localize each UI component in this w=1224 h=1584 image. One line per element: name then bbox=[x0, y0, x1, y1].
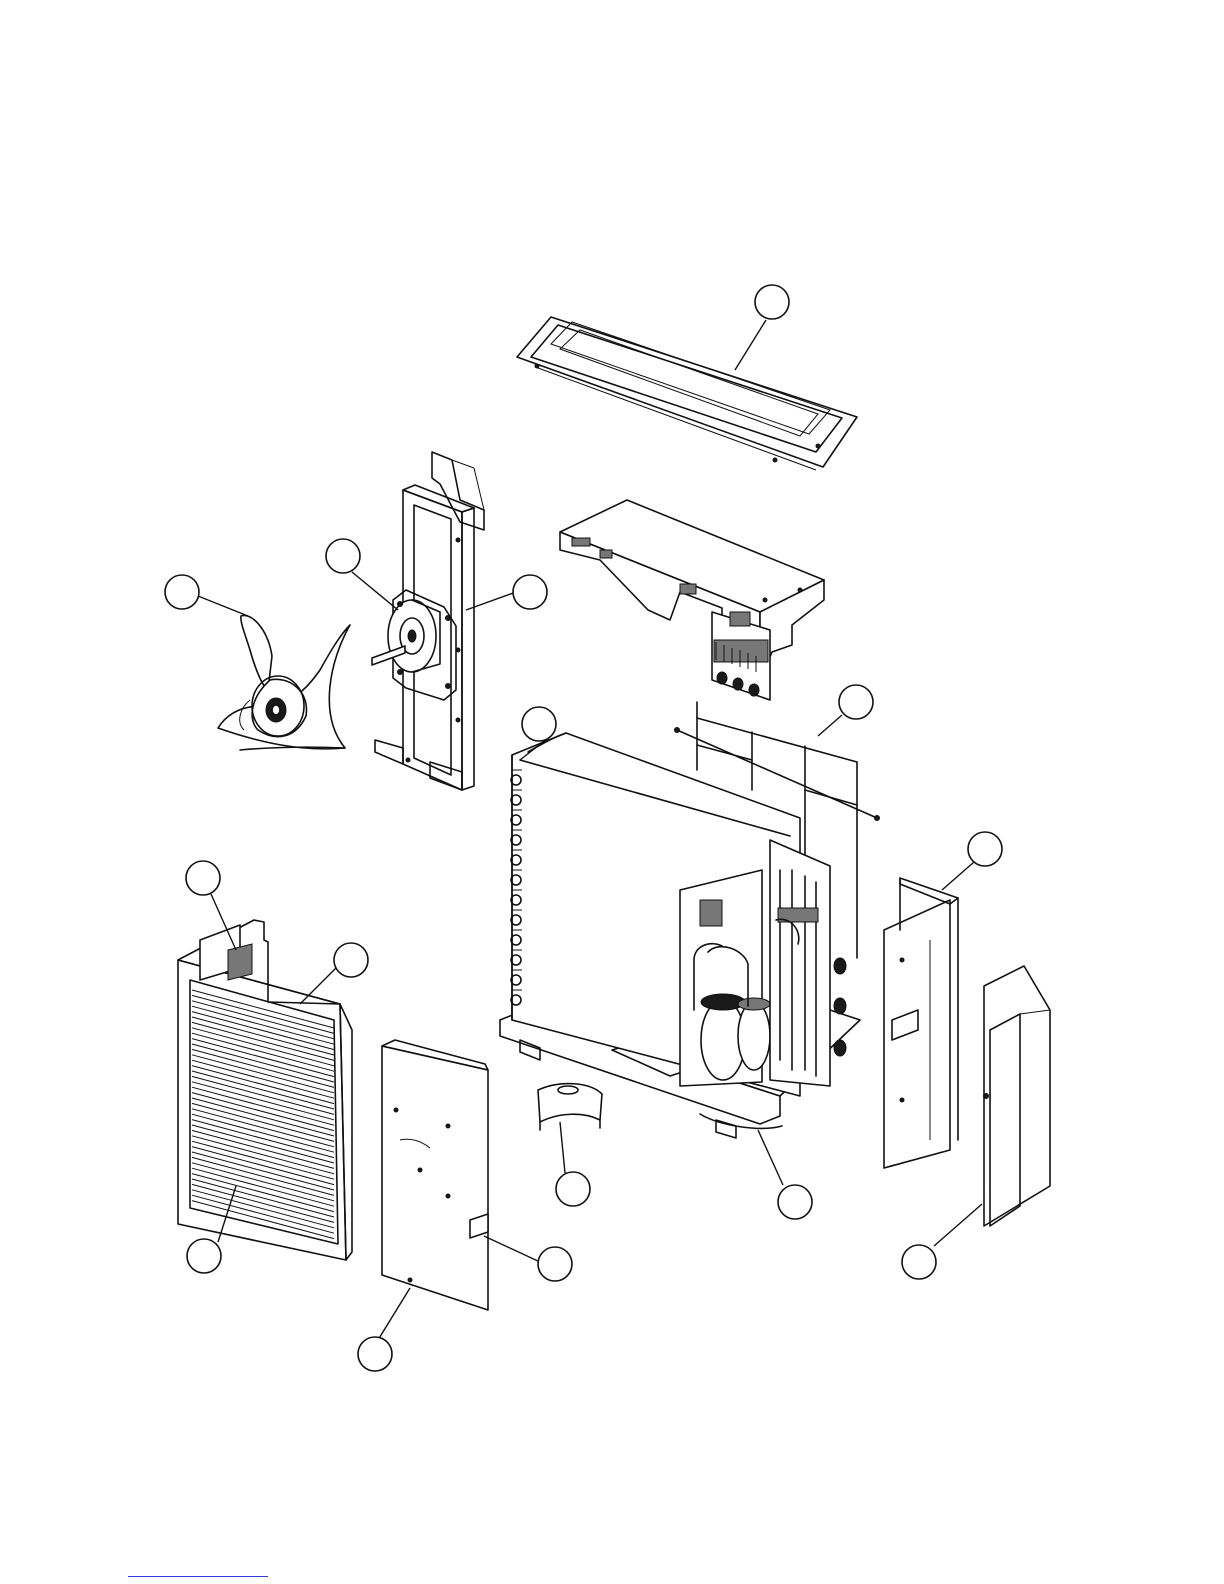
callout-propeller-fan bbox=[165, 575, 199, 609]
service-cover bbox=[984, 966, 1051, 1226]
callout-front-panel-bracket bbox=[186, 861, 220, 895]
callout-condenser-coil bbox=[522, 707, 556, 741]
callout-front-panel-side bbox=[334, 943, 368, 977]
control-box bbox=[560, 500, 824, 700]
callout-fan-motor bbox=[326, 539, 360, 573]
callout-base-compressor-assy bbox=[778, 1185, 812, 1219]
callout-partition-label bbox=[538, 1247, 572, 1281]
front-grille-panel bbox=[178, 920, 352, 1260]
drain-cap bbox=[538, 1084, 602, 1130]
lower-panel bbox=[382, 1040, 488, 1310]
callout-drain-cap bbox=[556, 1172, 590, 1206]
callout-top-panel bbox=[755, 285, 789, 319]
callout-front-grille-panel bbox=[187, 1239, 221, 1273]
footer-link-underline[interactable] bbox=[128, 1576, 268, 1577]
top-panel bbox=[517, 317, 857, 470]
callout-motor-support bbox=[513, 575, 547, 609]
side-panel bbox=[884, 878, 958, 1168]
callout-wiring-frame bbox=[839, 685, 873, 719]
callout-service-cover bbox=[902, 1245, 936, 1279]
callout-lower-panel bbox=[358, 1337, 392, 1371]
callout-side-panel bbox=[968, 832, 1002, 866]
propeller-fan bbox=[218, 615, 350, 750]
